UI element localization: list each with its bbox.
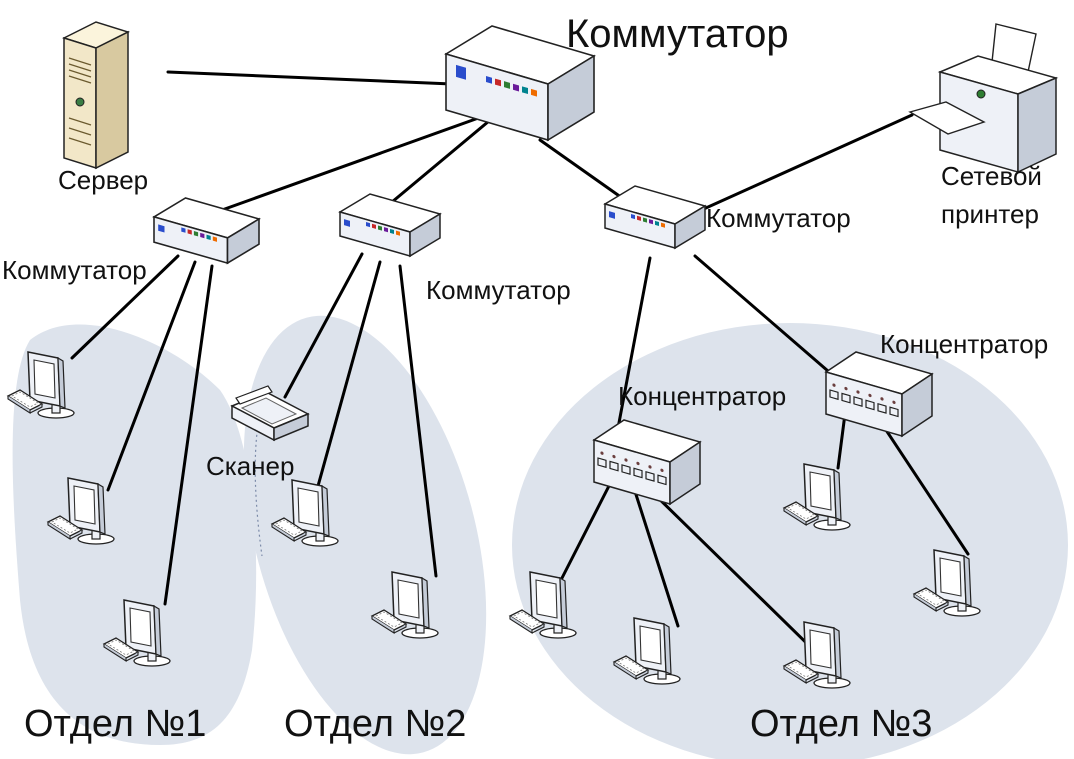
cables <box>70 70 970 670</box>
department-3-label: Отдел №3 <box>750 703 933 745</box>
main-switch-label: Коммутатор <box>566 12 789 56</box>
department-areas <box>12 315 1068 759</box>
main-switch-icon <box>444 25 596 142</box>
hub-left-label: Концентратор <box>618 381 787 411</box>
server-icon <box>62 21 130 170</box>
switch-middle-icon <box>339 193 441 257</box>
printer-label-line2: принтер <box>941 199 1039 229</box>
switch-right-icon <box>604 185 706 249</box>
department-2-label: Отдел №2 <box>284 703 467 745</box>
department-1-area <box>12 324 257 745</box>
scanner-label: Сканер <box>206 451 295 481</box>
department-1-label: Отдел №1 <box>24 703 207 745</box>
scanner-icon <box>230 385 310 442</box>
department-3-area <box>512 323 1068 759</box>
hub-right-label: Концентратор <box>880 329 1049 359</box>
switch-left-label: Коммутатор <box>2 255 147 285</box>
server-label: Сервер <box>58 165 149 195</box>
printer-label-line1: Сетевой <box>941 161 1042 191</box>
switch-left-icon <box>153 197 260 264</box>
printer-icon <box>908 23 1059 174</box>
switch-right-label: Коммутатор <box>706 203 851 233</box>
switch-middle-label: Коммутатор <box>426 275 571 305</box>
